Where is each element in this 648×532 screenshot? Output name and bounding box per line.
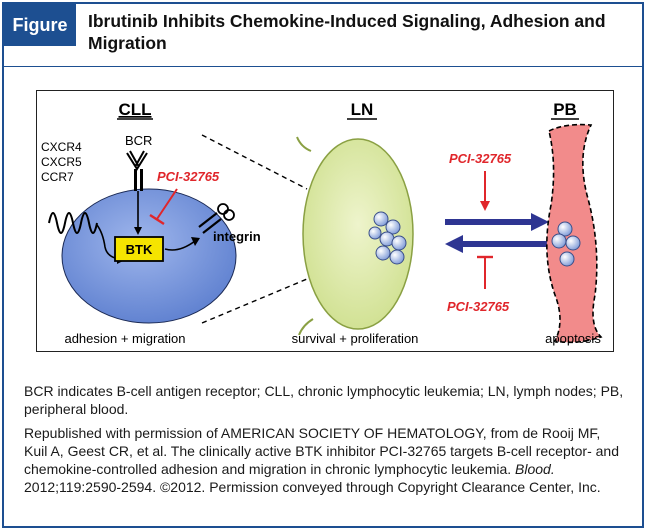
diagram-svg: CLL LN PB CXCR4 CXCR5 CCR7 BCR <box>41 100 603 346</box>
pb-inhibitor-top-label: PCI-32765 <box>449 151 512 166</box>
ln-footer: survival + proliferation <box>292 331 419 346</box>
bcr-receptor-icon <box>126 150 148 171</box>
cll-inhibitor-label: PCI-32765 <box>157 169 220 184</box>
arrow-to-ln-head <box>445 235 463 253</box>
panel-title-ln: LN <box>351 100 374 119</box>
chemokine-receptor-icon <box>48 212 98 234</box>
receptor-cxcr4: CXCR4 <box>41 140 82 154</box>
btk-box <box>114 236 164 262</box>
figure-title: Ibrutinib Inhibits Chemokine-Induced Sig… <box>88 11 606 53</box>
figure-header: Figure Ibrutinib Inhibits Chemokine-Indu… <box>4 4 642 67</box>
cll-footer: adhesion + migration <box>64 331 185 346</box>
cll-inhibitor-line <box>156 188 178 220</box>
cll-inhibitor-bar <box>149 213 165 226</box>
bcr-arrowhead <box>134 227 142 235</box>
diagram-box: CLL LN PB CXCR4 CXCR5 CCR7 BCR <box>36 90 614 352</box>
pb-footer: apoptosis <box>545 331 601 346</box>
caption-abbreviations: BCR indicates B-cell antigen receptor; C… <box>24 383 624 417</box>
lymph-node-vessels <box>296 136 314 336</box>
caption-permission: Republished with permission of AMERICAN … <box>24 424 624 496</box>
pb-cells <box>551 221 581 267</box>
figure-frame: Figure Ibrutinib Inhibits Chemokine-Indu… <box>2 2 644 528</box>
integrin-icon <box>198 212 222 234</box>
pb-inhibitor-top-arrowhead <box>480 201 490 211</box>
lymph-node <box>302 138 414 330</box>
figure-tag: Figure <box>4 4 76 46</box>
panel-title-pb: PB <box>553 100 577 119</box>
bcr-stem-right <box>140 169 143 191</box>
integrin-label: integrin <box>213 229 261 244</box>
bcr-stem-left <box>134 169 137 191</box>
bcr-label: BCR <box>125 133 152 148</box>
pb-vessel <box>546 123 603 344</box>
connector-bottom <box>201 278 308 324</box>
pb-inhibitor-bottom-label: PCI-32765 <box>447 299 510 314</box>
btk-integrin-arrowhead <box>191 237 200 246</box>
btk-integrin-arrow <box>164 240 196 251</box>
btk-label: BTK <box>126 242 153 257</box>
lymph-node-cells <box>368 211 407 265</box>
caption-journal: Blood. <box>515 461 555 477</box>
receptor-ccr7: CCR7 <box>41 170 74 184</box>
caption-permission-post: 2012;119:2590-2594. ©2012. Permission co… <box>24 479 601 495</box>
receptor-cxcr5: CXCR5 <box>41 155 82 169</box>
integrin-head-2 <box>223 209 235 221</box>
panel-title-cll: CLL <box>118 100 151 119</box>
connector-top <box>201 134 308 190</box>
caption-permission-pre: Republished with permission of AMERICAN … <box>24 425 620 477</box>
chemokine-signal-arrow <box>96 224 120 260</box>
arrow-to-pb-shaft <box>445 219 533 225</box>
arrow-to-ln-shaft <box>461 241 549 247</box>
arrow-to-pb-head <box>531 213 549 231</box>
integrin-head-1 <box>217 203 229 215</box>
